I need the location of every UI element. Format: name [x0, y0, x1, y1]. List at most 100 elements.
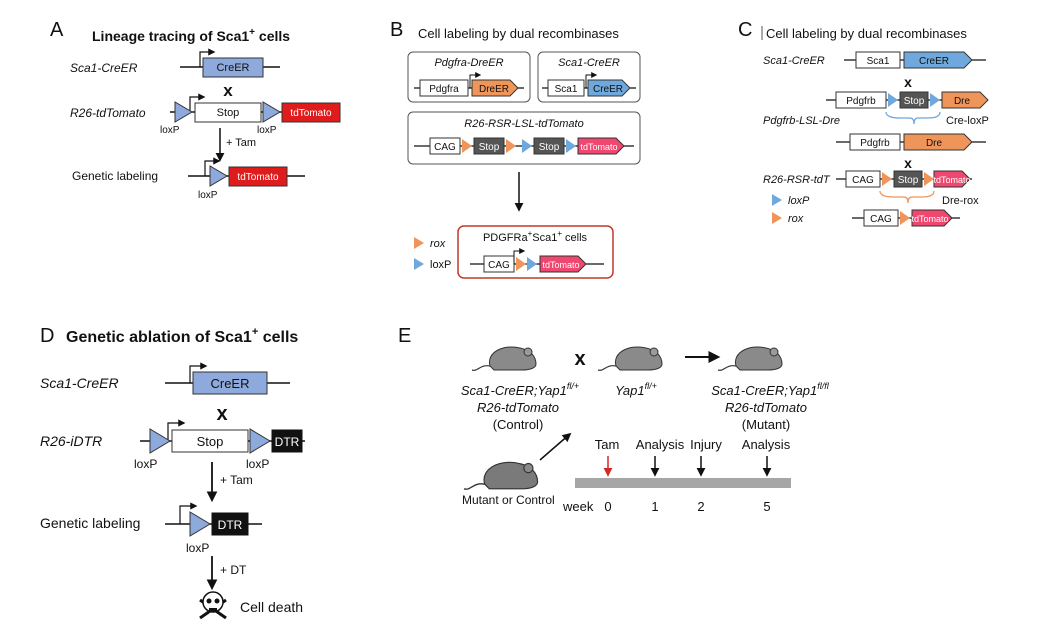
- panel-b-box2-title: Sca1-CreER: [558, 57, 620, 69]
- panel-d-loxp-bottom: loxP: [186, 541, 209, 555]
- panel-e-parent1-line3: (Control): [493, 417, 544, 432]
- panel-e-child-line1: Sca1-CreER;Yap1fl/fl: [711, 381, 829, 398]
- panel-d-dtr-box: [271, 429, 303, 453]
- panel-c-stop-box: [899, 91, 929, 109]
- panel-a-cross: x: [223, 81, 233, 100]
- panel-b-cag-box: [429, 137, 461, 155]
- mouse-icon: [717, 346, 783, 371]
- panel-b-box1-title: Pdgfra-DreER: [434, 57, 503, 69]
- panel-c-cre-loxp: Cre-loxP: [946, 115, 989, 127]
- panel-b-legend-loxp: loxP: [430, 259, 451, 271]
- rox-triangle: [882, 172, 892, 186]
- panel-d-stop-box: [171, 429, 249, 453]
- loxp-triangle: [149, 428, 171, 454]
- mouse-icon: [597, 346, 663, 371]
- panel-d-creer-label: CreER: [210, 376, 249, 391]
- panel-c-dre2-label: Dre: [926, 138, 943, 149]
- panel-c-stop2-label: Stop: [898, 175, 919, 186]
- panel-c-sca1-label: Sca1: [867, 56, 890, 67]
- panel-b-stop1-box: [473, 137, 505, 155]
- dre-rox-brace: [879, 190, 935, 204]
- panel-c-creer-label: CreER: [919, 56, 949, 67]
- panel-e-parent2: Yap1fl/+: [615, 381, 657, 398]
- loxp-triangle: [888, 93, 898, 107]
- rox-triangle: [462, 139, 472, 153]
- panel-d-dt: + DT: [220, 563, 247, 577]
- panel-a-tdtomato-label: tdTomato: [290, 108, 332, 119]
- panel-b-title: Cell labeling by dual recombinases: [418, 26, 619, 41]
- panel-b-result-tdtomato-box: [539, 255, 587, 273]
- panel-c-stop-label: Stop: [904, 96, 925, 107]
- rox-triangle: [900, 211, 910, 225]
- panel-a-allele-sca1creer: Sca1-CreER: [70, 61, 138, 75]
- panel-d-stop-label: Stop: [197, 434, 224, 449]
- panel-c-allele-sca1creer: Sca1-CreER: [763, 55, 825, 67]
- loxp-triangle: [566, 139, 576, 153]
- panel-b-tdtomato-label: tdTomato: [580, 142, 617, 152]
- panel-a-result-tdtomato-box: [228, 166, 288, 187]
- panel-b-creer-label: CreER: [593, 84, 623, 95]
- panel-c-dre2-box: [903, 133, 973, 151]
- panel-a: A Lineage tracing of Sca1+ cells Sca1-Cr…: [50, 19, 341, 201]
- panel-e-week-label: week: [562, 499, 594, 514]
- timeline-tick-label: 2: [697, 499, 704, 514]
- panel-b-reporter-title: R26-RSR-LSL-tdTomato: [464, 118, 583, 130]
- timeline-tick-label: 0: [604, 499, 611, 514]
- panel-e-child-line3: (Mutant): [742, 417, 790, 432]
- panel-c-pdgfrb2-box: [849, 133, 901, 151]
- loxp-legend-triangle: [414, 258, 424, 270]
- loxp-triangle: [527, 257, 537, 271]
- panel-c-cag2-label: CAG: [870, 214, 892, 225]
- loxp-triangle: [249, 428, 271, 454]
- panel-c-sca1-box: [855, 51, 901, 69]
- timeline-event-label: Injury: [690, 437, 722, 452]
- panel-d-loxp-left: loxP: [134, 457, 157, 471]
- panel-c-pdgfrb-label: Pdgfrb: [846, 96, 876, 107]
- panel-c-cag-box: [845, 170, 881, 188]
- panel-b-cag-label: CAG: [434, 142, 456, 153]
- panel-c-tdtomato-box: [933, 170, 971, 188]
- panel-c-allele-pdgfrb-lsl-dre: Pdgfrb-LSL-Dre: [763, 115, 840, 127]
- panel-c-creer-box: [903, 51, 973, 69]
- panel-b-stop1-label: Stop: [479, 142, 500, 153]
- rox-triangle: [506, 139, 516, 153]
- panel-d-letter: D: [40, 325, 54, 347]
- panel-c-cross2: x: [904, 155, 912, 171]
- panel-c-dre-rox: Dre-rox: [942, 195, 979, 207]
- panel-b-result-title: PDGFRa+Sca1+ cells: [483, 229, 588, 244]
- timeline-tick-label: 5: [763, 499, 770, 514]
- panel-e-parent1-line2: R26-tdTomato: [477, 400, 559, 415]
- panel-c-tdtomato2-label: tdTomato: [911, 214, 948, 224]
- panel-d-genetic-labeling: Genetic labeling: [40, 515, 140, 531]
- panel-c-legend-rox: rox: [788, 213, 804, 225]
- loxp-legend-triangle: [772, 194, 782, 206]
- timeline-event-label: Analysis: [742, 437, 791, 452]
- panel-c-pdgfrb2-label: Pdgfrb: [860, 138, 890, 149]
- panel-a-title: Lineage tracing of Sca1+ cells: [92, 27, 290, 44]
- panel-c-cag-label: CAG: [852, 175, 874, 186]
- panel-a-loxp-left: loxP: [160, 125, 180, 136]
- timeline-ticks: 0 1 2 5: [604, 499, 770, 514]
- panel-a-tam: + Tam: [226, 137, 256, 149]
- panel-a-loxp-right: loxP: [257, 125, 277, 136]
- panel-b-stop2-label: Stop: [539, 142, 560, 153]
- panel-c-letter: C: [738, 19, 752, 41]
- panel-c-allele-r26-rsr-tdt: R26-RSR-tdT: [763, 174, 831, 186]
- panel-c: C Cell labeling by dual recombinases Sca…: [738, 19, 989, 227]
- panel-b-dreer-label: DreER: [479, 84, 509, 95]
- panel-b-stop2-box: [533, 137, 565, 155]
- panel-e-mouse-label: Mutant or Control: [462, 493, 555, 507]
- mouse-icon: [463, 461, 539, 490]
- panel-d: D Genetic ablation of Sca1+ cells Sca1-C…: [40, 325, 305, 620]
- panel-c-legend-loxp: loxP: [788, 195, 810, 207]
- panel-c-title: Cell labeling by dual recombinases: [766, 26, 967, 41]
- timeline-tick-label: 1: [651, 499, 658, 514]
- panel-a-creer-label: CreER: [216, 62, 249, 74]
- panel-b-letter: B: [390, 19, 403, 41]
- rox-triangle: [924, 172, 934, 186]
- rox-legend-triangle: [414, 237, 424, 249]
- loxp-triangle: [262, 101, 281, 123]
- panel-b-tdtomato-box: [577, 137, 625, 155]
